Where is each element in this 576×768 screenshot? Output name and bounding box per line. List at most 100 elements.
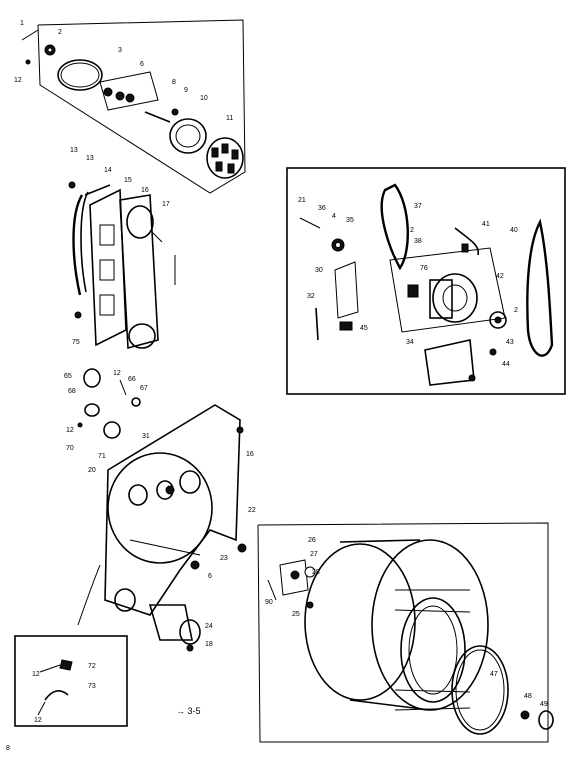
callout-45: 45 (360, 325, 368, 332)
callout-24: 24 (205, 623, 213, 630)
callout-8: 8 (172, 79, 176, 86)
seal-ring (57, 59, 103, 91)
callout-40: 40 (510, 227, 518, 234)
rear-seal-24 (148, 604, 201, 652)
callout-26: 26 (308, 537, 316, 544)
callout-12d: 12 (32, 671, 40, 678)
bulkhead-duct (119, 194, 159, 350)
callout-15: 15 (124, 177, 132, 184)
seal-assembly-frame (37, 19, 246, 194)
callout-65: 65 (64, 373, 72, 380)
drum-cap-49 (538, 710, 554, 730)
callout-75: 75 (72, 339, 80, 346)
callout-16b: 16 (246, 451, 254, 458)
pulley-disc (169, 118, 207, 154)
wire-lead (77, 564, 101, 626)
inset-clip (44, 690, 69, 701)
callout-32: 32 (307, 293, 315, 300)
drive-belt-short (72, 194, 84, 296)
drum-rear-rim (304, 543, 416, 701)
callout-9: 9 (184, 87, 188, 94)
motor-box-frame (286, 167, 566, 395)
seal-assembly-group (21, 19, 246, 194)
callout-23: 23 (220, 555, 228, 562)
callout-76: 76 (420, 265, 428, 272)
callout-36: 36 (318, 205, 326, 212)
motor-pulley (489, 311, 507, 329)
inset-group (14, 635, 128, 727)
fan-impeller (206, 137, 244, 179)
callout-68: 68 (68, 388, 76, 395)
shaft-pin (144, 111, 171, 123)
duct-opening-bottom (128, 323, 156, 349)
callout-12b: 12 (113, 370, 121, 377)
callout-41: 41 (482, 221, 490, 228)
rear-panel (104, 404, 241, 616)
drum-nut-48 (520, 710, 530, 720)
callout-37: 37 (414, 203, 422, 210)
drum-opening (400, 597, 466, 703)
belt-37 (380, 183, 409, 271)
callout-6: 6 (140, 61, 144, 68)
drum-bearing-plate (279, 559, 309, 596)
lamp-bulb (83, 368, 101, 388)
callout-66: 66 (128, 376, 136, 383)
belt-40 (526, 218, 554, 357)
callout-labels: 1 2 3 6 8 9 10 11 12 13 13 14 15 16 17 7… (6, 20, 548, 752)
callout-28: 28 (312, 569, 320, 576)
bulkhead-group (68, 181, 176, 350)
callout-25: 25 (292, 611, 300, 618)
callout-42: 42 (496, 273, 504, 280)
callout-35: 35 (346, 217, 354, 224)
inset-frame (14, 635, 128, 727)
callout-43: 43 (506, 339, 514, 346)
drum-group (257, 522, 554, 743)
callout-22: 22 (248, 507, 256, 514)
callout-16: 16 (141, 187, 149, 194)
callout-70: 70 (66, 445, 74, 452)
callout-2: 2 (58, 29, 62, 36)
idler-bracket (334, 261, 359, 319)
callout-73: 73 (88, 683, 96, 690)
callout-20: 20 (88, 467, 96, 474)
callout-90: 90 (265, 599, 273, 606)
bulkhead-plate (89, 188, 127, 347)
callout-47: 47 (490, 671, 498, 678)
callout-48: 48 (524, 693, 532, 700)
callout-3: 3 (118, 47, 122, 54)
drum-front-rim (371, 539, 489, 711)
callout-67: 67 (140, 385, 148, 392)
clip-41 (454, 227, 479, 256)
callout-34: 34 (406, 339, 414, 346)
callout-38: 38 (414, 238, 422, 245)
motor-group (286, 167, 566, 395)
lamp-socket (84, 403, 100, 417)
callout-13a: 13 (70, 147, 78, 154)
motor-mount-34 (424, 339, 475, 386)
motor-body (432, 273, 478, 323)
callout-72: 72 (88, 663, 96, 670)
corner-mark: 8 (6, 745, 10, 752)
callout-11: 11 (226, 115, 233, 122)
inset-terminal (59, 659, 73, 671)
drum-box-frame (257, 522, 549, 743)
duct-opening-top (126, 205, 154, 239)
callout-2c: 2 (514, 307, 518, 314)
callout-12c: 12 (66, 427, 74, 434)
motor-base (389, 247, 506, 333)
callout-49: 49 (540, 701, 548, 708)
drum-seal-47 (451, 645, 509, 735)
callout-31: 31 (142, 433, 150, 440)
rear-panel-recess (107, 452, 213, 564)
switch-disc (103, 421, 121, 439)
callout-12e: 12 (34, 717, 42, 724)
callout-6b: 6 (208, 573, 212, 580)
rear-panel-group (77, 368, 247, 652)
callout-17: 17 (162, 201, 170, 208)
callout-12a: 12 (14, 77, 22, 84)
callout-71: 71 (98, 453, 106, 460)
callout-13b: 13 (86, 155, 94, 162)
shaft-plate (99, 71, 159, 111)
